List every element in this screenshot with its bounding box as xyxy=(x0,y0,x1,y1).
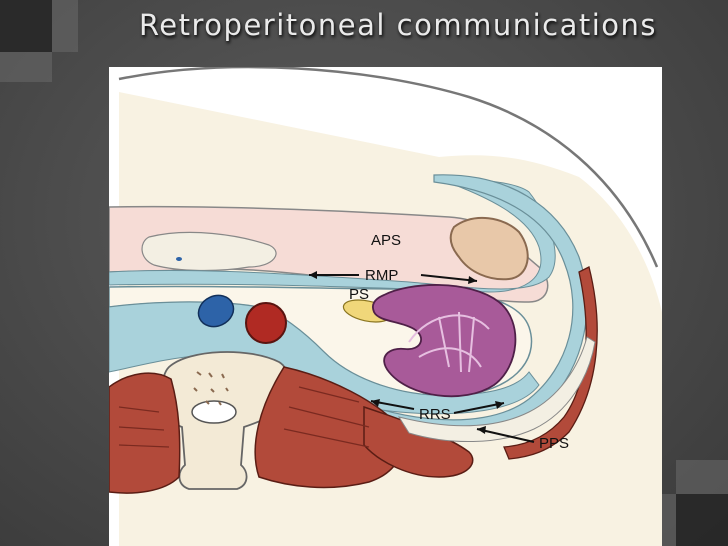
decor-square xyxy=(52,0,78,52)
pps-pointer-line xyxy=(476,428,535,443)
rrs-arrow-right xyxy=(453,402,505,414)
anatomy-figure: APS RMP PS RRS PPS xyxy=(109,67,662,546)
muscle-striations xyxy=(118,386,370,448)
rmp-arrow-left-head xyxy=(309,271,317,279)
label-pps: PPS xyxy=(539,435,569,452)
decor-square xyxy=(676,460,728,494)
label-aps: APS xyxy=(371,232,401,249)
kidney-medulla xyxy=(408,311,490,373)
posterior-pararenal-space xyxy=(397,336,596,442)
retroperitoneum-diagram: APS RMP PS RRS PPS xyxy=(109,67,662,546)
slide-title: Retroperitoneal communications xyxy=(138,8,658,42)
left-paraspinal-muscle xyxy=(109,372,181,494)
ivc-vein xyxy=(197,294,235,328)
decor-square xyxy=(676,494,728,546)
colon-lumen-dot xyxy=(176,257,182,261)
decor-square xyxy=(0,52,52,82)
label-rrs: RRS xyxy=(419,406,451,423)
pps-pointer-head xyxy=(477,426,486,434)
vertebral-canal xyxy=(191,400,237,424)
label-ps: PS xyxy=(349,286,369,303)
rmp-arrow-right-head xyxy=(468,276,477,284)
colon xyxy=(141,231,277,272)
right-paraspinal-muscle xyxy=(254,366,404,489)
aorta-artery xyxy=(245,302,287,344)
label-rmp: RMP xyxy=(365,267,398,284)
rrs-arrow-right-head xyxy=(495,401,504,409)
decor-square xyxy=(0,0,52,52)
descending-colon xyxy=(449,216,529,281)
rrs-arrow-left-head xyxy=(371,399,380,407)
vertebral-trabecula xyxy=(193,371,229,406)
abdominal-wall-outline xyxy=(118,67,659,268)
rmp-arrow-right xyxy=(420,274,478,282)
